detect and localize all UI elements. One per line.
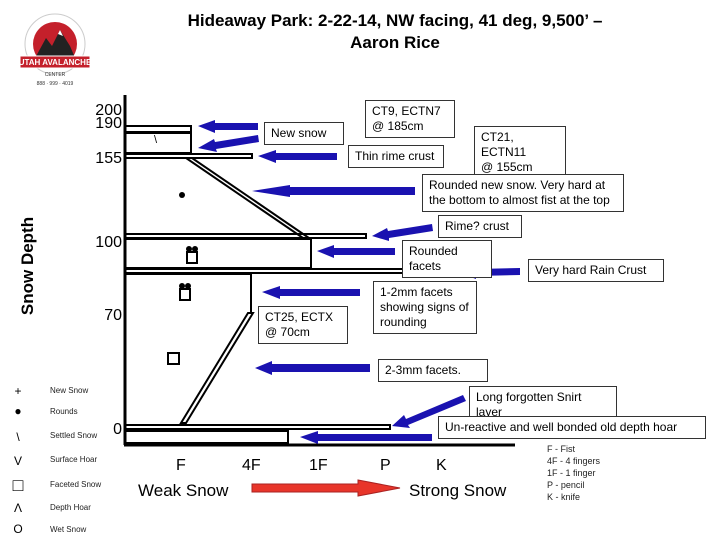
legend-label: Wet Snow: [50, 525, 87, 534]
rounds-symbol: [185, 283, 191, 289]
layer-settled: [124, 132, 192, 154]
key-item: 1F - 1 finger: [547, 468, 596, 478]
layer-facets-12: [125, 273, 252, 313]
page-title: Hideaway Park: 2-22-14, NW facing, 41 de…: [170, 10, 620, 54]
facets-12-line: rounding: [380, 315, 427, 329]
ct25-line: @ 70cm: [265, 325, 310, 339]
legend-label: Rounds: [50, 407, 78, 416]
settled-snow-symbol: \: [154, 134, 158, 146]
layer-rime-crust: [124, 233, 367, 239]
weak-snow-label: Weak Snow: [138, 481, 229, 500]
legend-label: Surface Hoar: [50, 455, 98, 464]
arrow-new-snow: [198, 120, 258, 133]
legend-label: Faceted Snow: [50, 480, 102, 489]
hardness-1F: 1F: [309, 457, 328, 474]
arrow-thin-rime: [258, 150, 337, 163]
rounds-symbol: [179, 192, 185, 198]
key-item: F - Fist: [547, 444, 575, 454]
layer-new-snow-top: [124, 125, 192, 133]
svg-text:UTAH AVALANCHE: UTAH AVALANCHE: [19, 58, 92, 67]
annotation-ct21: CT21, ECTN11@ 155cm: [474, 126, 566, 179]
key-item: 4F - 4 fingers: [547, 456, 601, 466]
arrow-facets-23: [255, 361, 370, 375]
settled-snow-legend-icon: \: [16, 430, 20, 444]
tick-70: 70: [104, 307, 122, 324]
ct9-line: CT9, ECTN7: [372, 104, 441, 118]
svg-text:888 · 999 · 4019: 888 · 999 · 4019: [37, 81, 74, 87]
arrow-snirt: [392, 395, 466, 428]
legend-label: Settled Snow: [50, 431, 98, 440]
hardness-P: P: [380, 457, 391, 474]
faceted-snow-symbol: [167, 352, 180, 365]
facets-12-line: showing signs of: [380, 300, 469, 314]
arrow-settled: [198, 135, 259, 152]
rounds-symbol: [186, 246, 192, 252]
rounded-new-line: Rounded new snow. Very hard at: [429, 178, 606, 192]
legend-label: New Snow: [50, 386, 89, 395]
svg-text:CENTER: CENTER: [45, 72, 66, 78]
ct21-line: @ 155cm: [481, 160, 533, 174]
rounded-new-line: the bottom to almost fist at the top: [429, 193, 610, 207]
annotation-facets-23: 2-3mm facets.: [378, 359, 488, 382]
key-item: K - knife: [547, 492, 581, 502]
hardness-4F: 4F: [242, 457, 261, 474]
hardness-F: F: [176, 457, 186, 474]
tick-0: 0: [113, 421, 122, 438]
title-line-2: Aaron Rice: [350, 33, 440, 52]
arrow-facets-12: [262, 286, 360, 299]
faceted-snow-symbol: [179, 288, 191, 301]
annotation-thin-rime: Thin rime crust: [348, 145, 444, 168]
depth-hoar-legend-icon: Λ: [13, 501, 22, 515]
layer-rounded-new-boundary: [182, 157, 313, 239]
wet-snow-legend-icon: O: [13, 522, 23, 536]
arrow-rounded-facets: [317, 245, 395, 258]
key-item: P - pencil: [547, 480, 585, 490]
ct25-line: CT25, ECTX: [265, 310, 334, 324]
hardness-K: K: [436, 457, 447, 474]
rounds-symbol: [179, 283, 185, 289]
rounds-legend-icon: ●: [14, 404, 22, 418]
faceted-snow-legend-icon: □: [12, 475, 24, 495]
annotation-new-snow: New snow: [264, 122, 344, 145]
annotation-ct9: CT9, ECTN7@ 185cm: [365, 100, 455, 138]
tick-100: 100: [95, 234, 122, 251]
layer-snirt: [124, 424, 391, 430]
layer-depth-hoar: [124, 430, 289, 444]
layer-facets-23-boundary: [179, 312, 255, 424]
annotation-ct25: CT25, ECTX@ 70cm: [258, 306, 348, 344]
legend-label: Depth Hoar: [50, 503, 91, 512]
arrow-rounded-new: [252, 185, 415, 197]
annotation-rounded-facets: Rounded facets: [402, 240, 492, 278]
ct9-line: @ 185cm: [372, 119, 424, 133]
strong-snow-label: Strong Snow: [409, 481, 507, 500]
annotation-depth-hoar: Un-reactive and well bonded old depth ho…: [438, 416, 706, 439]
arrow-rime-crust: [372, 224, 433, 241]
faceted-snow-symbol: [186, 251, 198, 264]
surface-hoar-legend-icon: V: [13, 454, 22, 468]
hardness-key: F - Fist 4F - 4 fingers 1F - 1 finger P …: [547, 443, 600, 503]
annotation-rime-crust: Rime? crust: [438, 215, 522, 238]
facets-12-line: 1-2mm facets: [380, 285, 453, 299]
new-snow-legend-icon: +: [14, 384, 22, 398]
arrow-depth-hoar: [300, 431, 432, 444]
tick-155: 155: [95, 150, 122, 167]
annotation-rain-crust: Very hard Rain Crust: [528, 259, 664, 282]
layer-rounded-facets: [124, 238, 312, 269]
weak-to-strong-arrow: [251, 479, 401, 497]
tick-190: 190: [95, 115, 122, 132]
utah-avalanche-center-logo: UTAH AVALANCHE CENTER 888 · 999 · 4019: [14, 8, 96, 90]
tick-200: 200: [95, 102, 122, 119]
ct21-line: CT21, ECTN11: [481, 130, 527, 159]
title-line-1: Hideaway Park: 2-22-14, NW facing, 41 de…: [187, 11, 603, 30]
rounds-symbol: [192, 246, 198, 252]
